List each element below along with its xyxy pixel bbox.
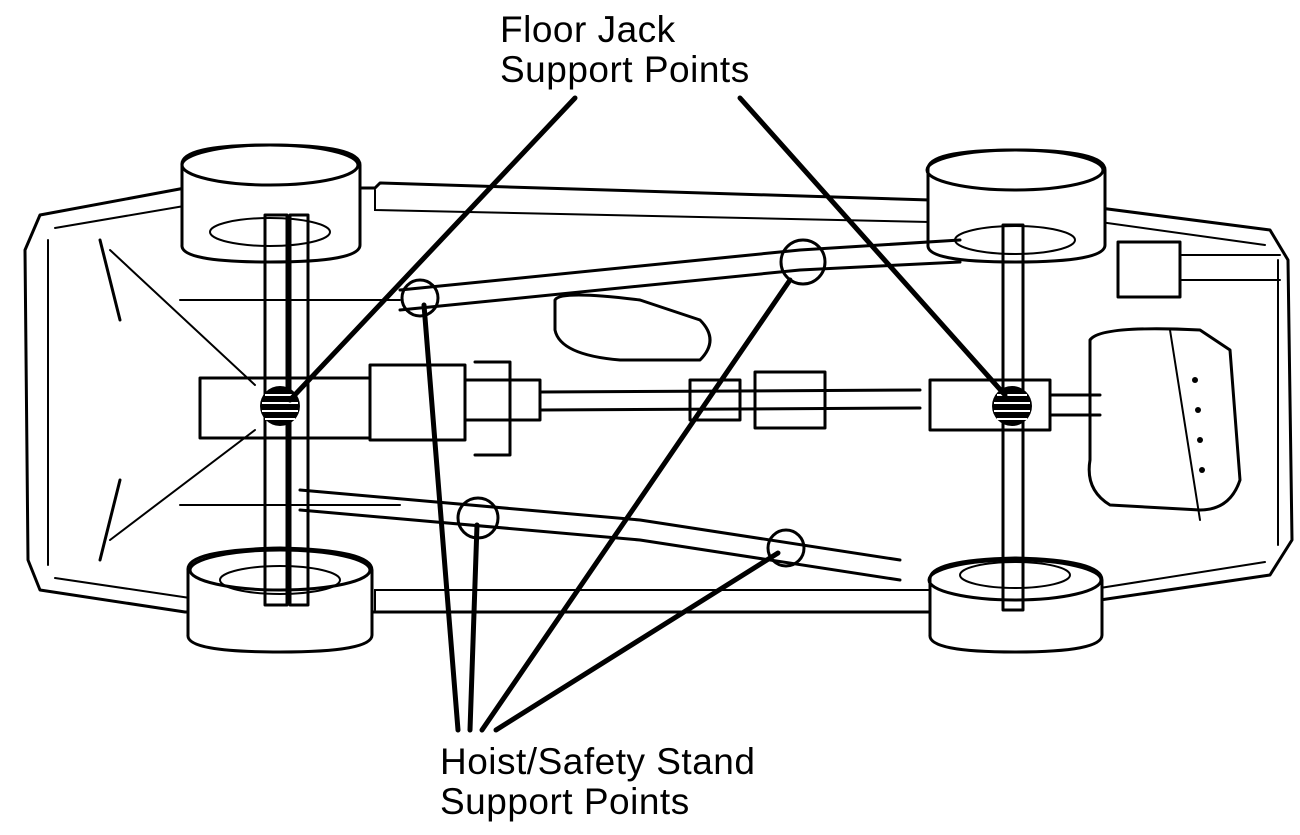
hoist-label-line1: Hoist/Safety Stand [440,741,756,782]
hoist-leader-lines [421,277,793,733]
hoist-point-rear-lower [766,528,806,568]
floor-jack-leader-lines [287,95,1008,403]
floor-jack-label-line2: Support Points [500,49,750,90]
front-left-wheel [180,143,362,264]
hoist-point-rear-upper [779,238,827,286]
floor-jack-point-front [260,386,300,426]
fuel-tank [553,293,712,362]
front-right-wheel [925,148,1107,264]
hoist-point-front-upper [400,278,440,318]
rear-muffler [1116,240,1281,299]
body-outline [23,181,1294,614]
rear-left-wheel [186,546,374,654]
driveshaft [538,370,922,430]
transmission [368,360,542,457]
floor-jack-label-line1: Floor Jack [500,9,676,50]
floor-jack-point-rear [992,386,1032,426]
rear-right-wheel [927,556,1104,654]
floor-jack-label: Floor Jack Support Points [500,10,750,90]
hoist-label-line2: Support Points [440,781,690,822]
front-axle [98,213,372,607]
spare-tire-well [1087,327,1242,521]
hoist-safety-stand-label: Hoist/Safety Stand Support Points [440,742,755,822]
